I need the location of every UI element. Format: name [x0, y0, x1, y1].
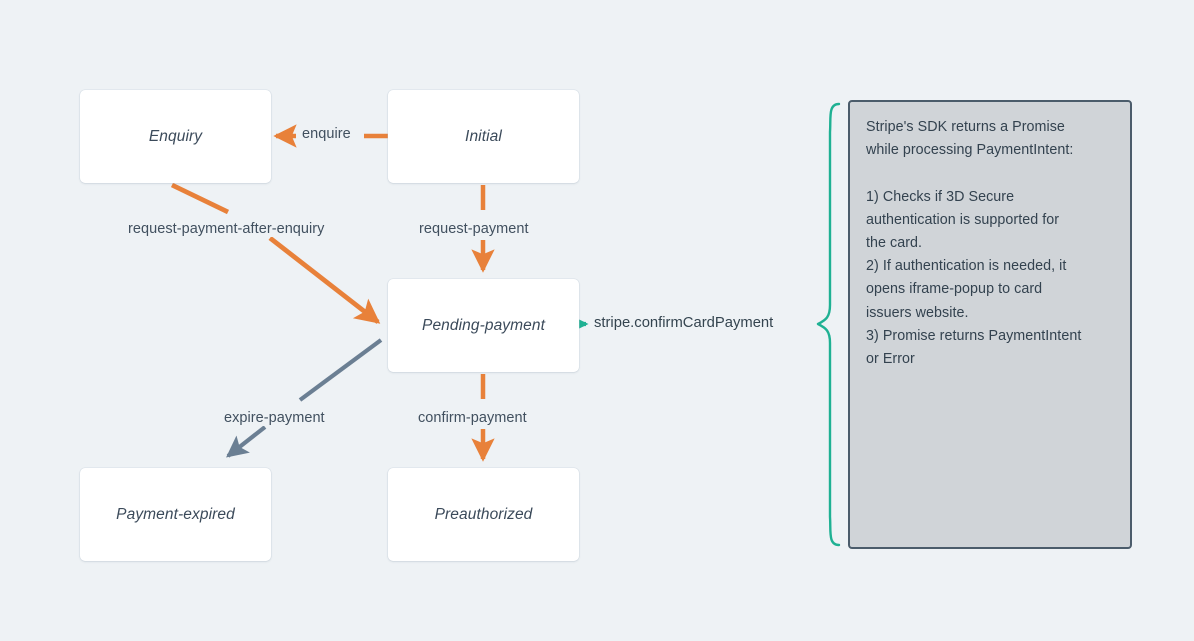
note-box: Stripe's SDK returns a Promise while pro…	[848, 100, 1132, 549]
note-brace	[816, 102, 841, 547]
state-label: Pending-payment	[422, 316, 545, 334]
edge-request-payment-after-enquiry	[170, 182, 381, 324]
edge-label-enquire: enquire	[299, 126, 354, 142]
note-text: Stripe's SDK returns a Promise while pro…	[866, 119, 1082, 368]
edge-label-confirm-payment: confirm-payment	[415, 410, 530, 426]
state-label: Enquiry	[148, 127, 203, 145]
state-node-enquiry[interactable]: Enquiry	[80, 90, 271, 183]
state-label: Initial	[465, 127, 502, 145]
edge-label-expire-payment: expire-payment	[221, 410, 328, 426]
state-label: Preauthorized	[434, 505, 533, 523]
state-node-payment-expired[interactable]: Payment-expired	[80, 468, 271, 561]
state-node-preauthorized[interactable]: Preauthorized	[388, 468, 579, 561]
edge-expire-payment	[226, 338, 383, 458]
state-label: Payment-expired	[116, 505, 235, 523]
state-node-pending-payment[interactable]: Pending-payment	[388, 279, 579, 372]
callout-label-stripe-confirm-card-payment: stripe.confirmCardPayment	[594, 315, 774, 331]
edge-label-request-payment-after-enquiry: request-payment-after-enquiry	[125, 221, 328, 237]
state-node-initial[interactable]: Initial	[388, 90, 579, 183]
edge-label-request-payment: request-payment	[416, 221, 532, 237]
